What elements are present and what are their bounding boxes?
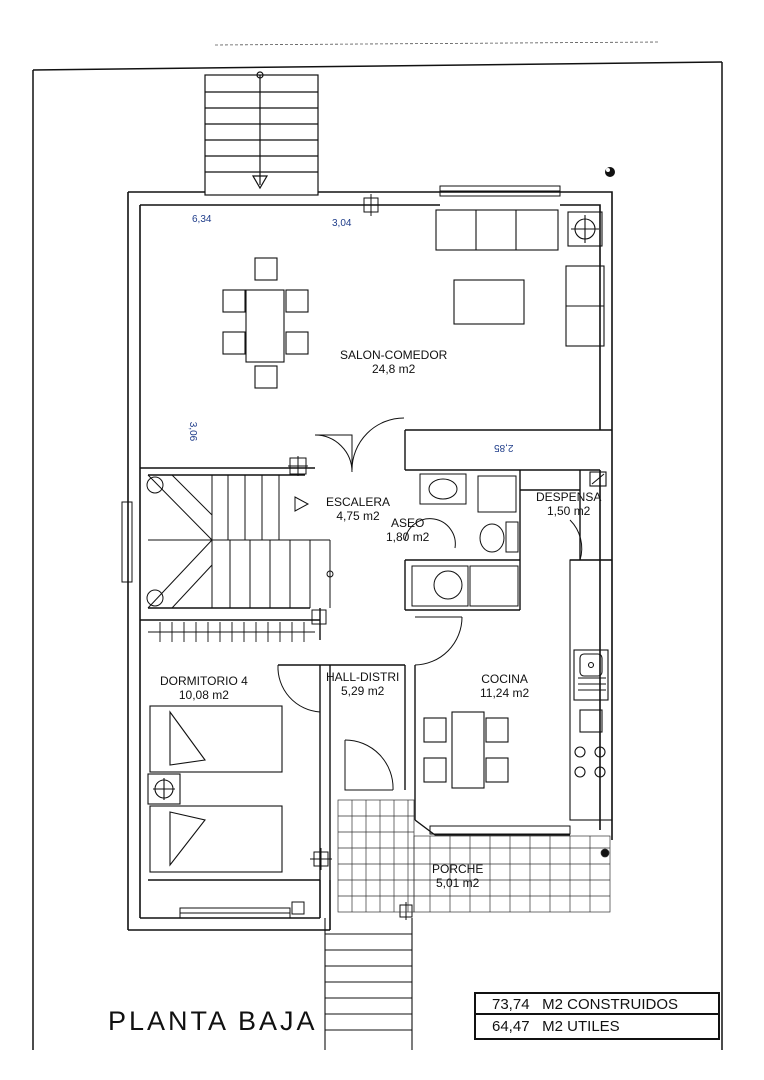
room-label-porche: PORCHE 5,01 m2 <box>432 862 483 890</box>
built-area-label: M2 CONSTRUIDOS <box>542 996 679 1013</box>
room-area: 24,8 m2 <box>371 362 416 376</box>
dining-set <box>222 257 309 389</box>
room-name: PORCHE <box>432 862 484 876</box>
handwritten-note: 6,34 <box>192 214 212 225</box>
room-label-escalera: ESCALERA 4,75 m2 <box>326 495 390 523</box>
room-area: 5,01 m2 <box>435 876 480 890</box>
useful-area-label: M2 UTILES <box>542 1018 620 1035</box>
built-area-row: 73,74 M2 CONSTRUIDOS <box>476 994 718 1015</box>
room-label-cocina: COCINA 11,24 m2 <box>480 672 529 700</box>
room-area: 11,24 m2 <box>480 686 530 700</box>
area-summary-box: 73,74 M2 CONSTRUIDOS 64,47 M2 UTILES <box>474 992 720 1040</box>
exterior-walls <box>127 191 613 931</box>
kitchen-units <box>569 471 613 821</box>
built-area-value: 73,74 <box>492 996 530 1013</box>
room-label-dormitorio: DORMITORIO 4 10,08 m2 <box>160 674 248 702</box>
doors <box>277 417 583 791</box>
north-marker <box>605 167 615 177</box>
room-label-despensa: DESPENSA 1,50 m2 <box>536 490 601 518</box>
columns <box>288 194 413 920</box>
room-name: SALON-COMEDOR <box>340 348 448 362</box>
room-name: HALL-DISTRI <box>326 670 400 684</box>
bathroom-fixtures <box>411 473 519 607</box>
wardrobe <box>148 622 315 642</box>
room-name: DORMITORIO 4 <box>160 674 248 688</box>
windows <box>121 185 571 919</box>
scan-line <box>214 41 661 46</box>
room-name: ASEO <box>391 516 425 530</box>
room-area: 5,29 m2 <box>341 684 385 698</box>
sofa-set <box>435 209 605 347</box>
bottom-entrance-stairs <box>324 918 413 1050</box>
handwritten-note: 3,04 <box>332 218 352 229</box>
room-label-hall: HALL-DISTRI 5,29 m2 <box>326 670 399 698</box>
room-name: COCINA <box>481 672 528 686</box>
useful-area-value: 64,47 <box>492 1018 530 1035</box>
plan-title: PLANTA BAJA <box>108 1006 318 1036</box>
beds <box>147 705 283 873</box>
room-name: ESCALERA <box>326 495 391 509</box>
room-name: DESPENSA <box>536 490 602 504</box>
sheet-frame <box>32 61 723 1050</box>
room-label-salon: SALON-COMEDOR 24,8 m2 <box>340 348 447 376</box>
room-area: 1,50 m2 <box>547 504 591 518</box>
room-area: 4,75 m2 <box>336 509 380 523</box>
interior-walls <box>140 429 612 880</box>
top-exterior-stairs <box>204 71 319 196</box>
handwritten-note: 2,85 <box>494 442 514 453</box>
room-label-aseo: ASEO 1,80 m2 <box>386 516 429 544</box>
kitchen-table <box>423 711 509 789</box>
room-area: 1,80 m2 <box>386 530 430 544</box>
interior-staircase <box>146 474 334 609</box>
room-area: 10,08 m2 <box>178 688 229 702</box>
useful-area-row: 64,47 M2 UTILES <box>476 1016 718 1037</box>
handwritten-note: 3,06 <box>187 421 199 442</box>
porch-tiles <box>337 799 611 913</box>
